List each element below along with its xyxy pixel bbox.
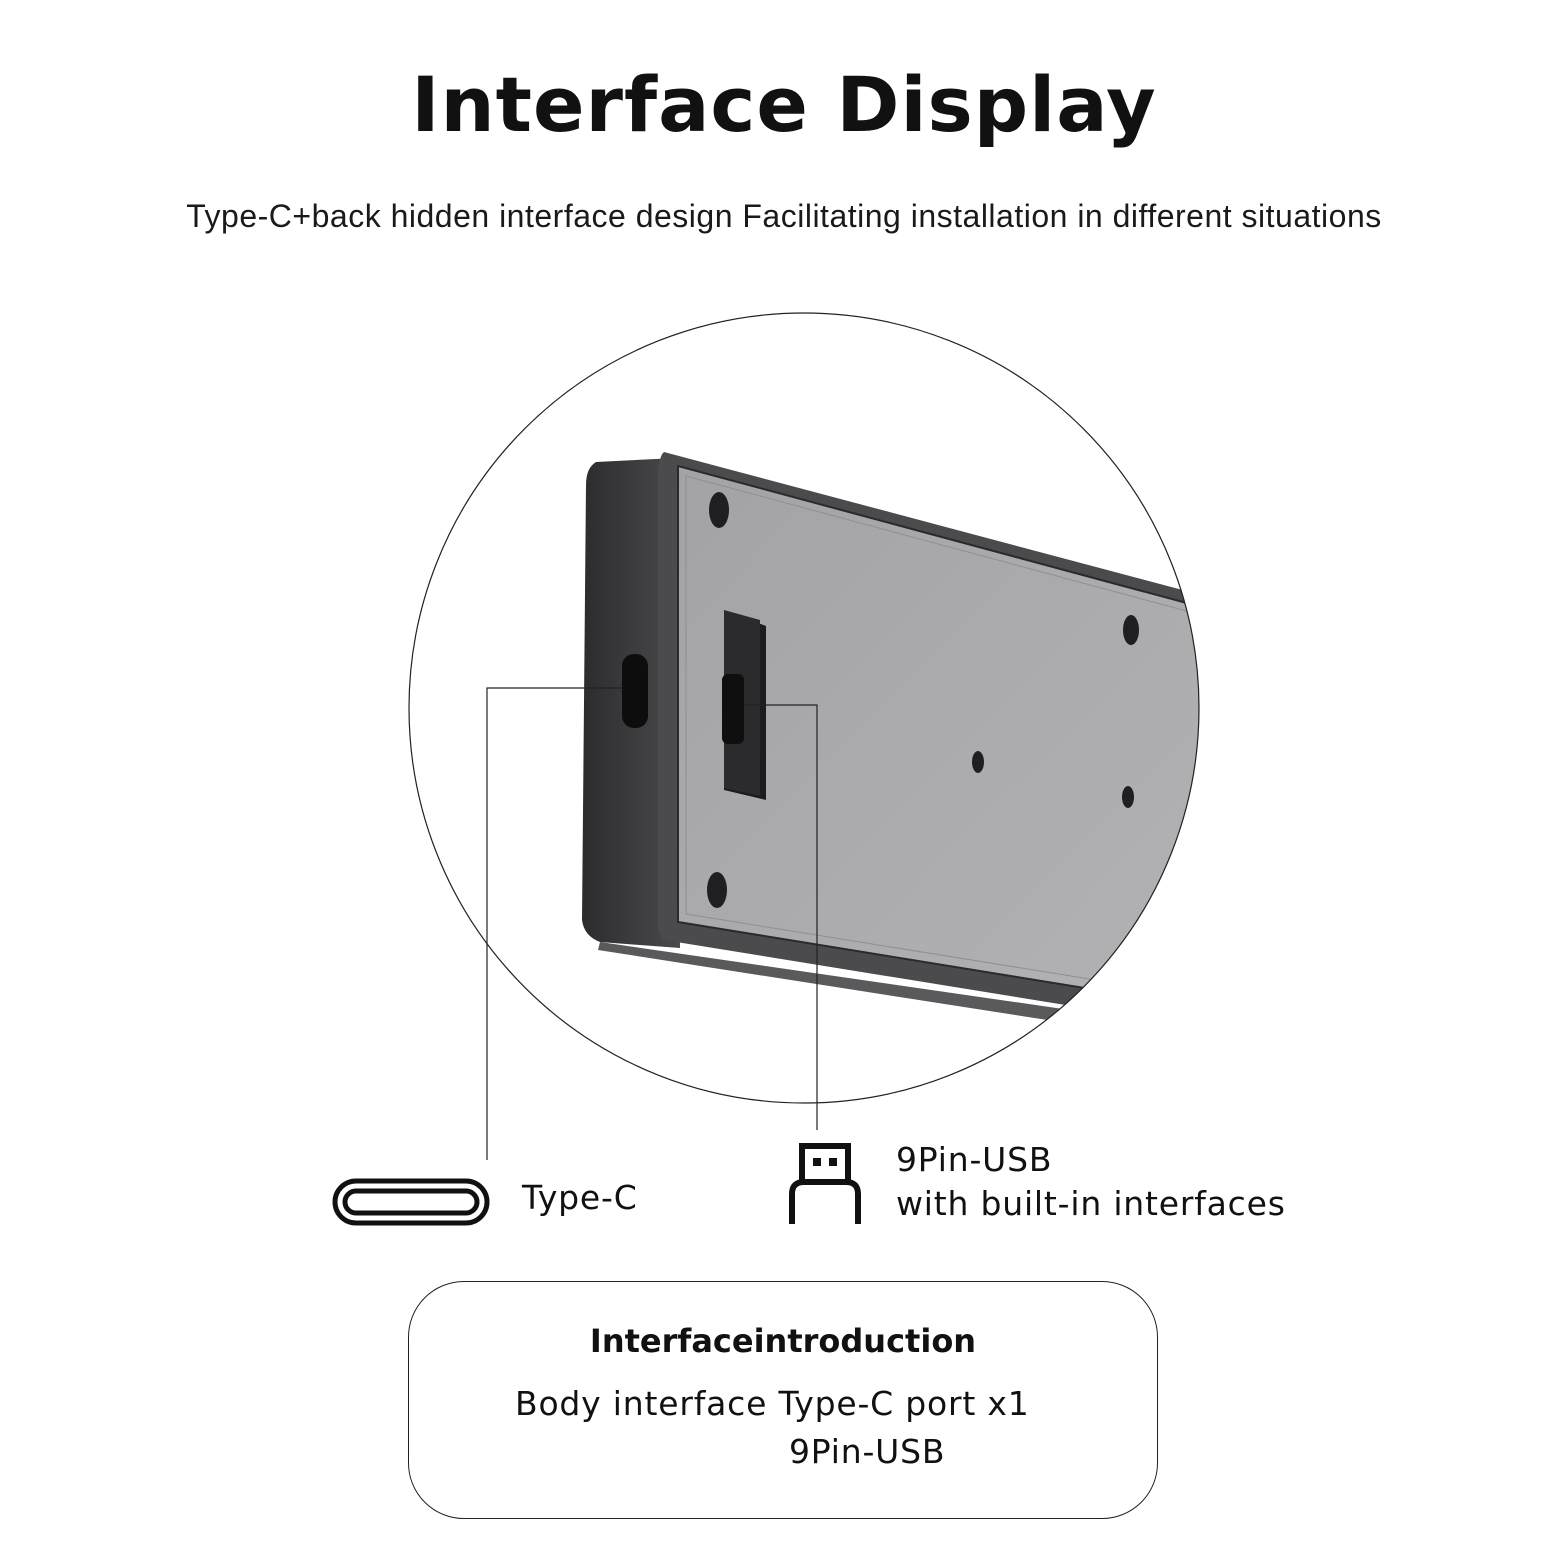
info-box-line2: 9Pin-USB	[789, 1432, 946, 1471]
type-c-port-icon	[332, 1178, 490, 1226]
interface-introduction-box: Interfaceintroduction Body interface Typ…	[408, 1281, 1158, 1519]
screw-hole-icon	[707, 872, 727, 908]
usb-port	[722, 674, 744, 744]
usb-label-line2: with built-in interfaces	[896, 1184, 1286, 1223]
info-box-title: Interfaceintroduction	[589, 1322, 977, 1360]
screw-hole-icon	[709, 492, 729, 528]
screw-hole-icon	[1123, 615, 1139, 645]
type-c-port	[622, 654, 648, 728]
typec-callout-line	[486, 687, 622, 1160]
device-back-view	[582, 452, 1199, 1045]
page-title: Interface Display	[411, 60, 1157, 149]
usb-plug-icon	[789, 1143, 861, 1224]
screw-hole-icon	[1122, 786, 1134, 808]
screw-hole-icon	[972, 751, 984, 773]
device-back-panel	[677, 464, 1199, 1012]
usb-callout-line	[744, 704, 818, 1130]
usb-label-line1: 9Pin-USB	[896, 1140, 1053, 1179]
info-box-line1: Body interface Type-C port x1	[515, 1384, 1030, 1423]
page-subtitle: Type-C+back hidden interface design Faci…	[186, 198, 1382, 234]
typec-label: Type-C	[522, 1178, 638, 1217]
